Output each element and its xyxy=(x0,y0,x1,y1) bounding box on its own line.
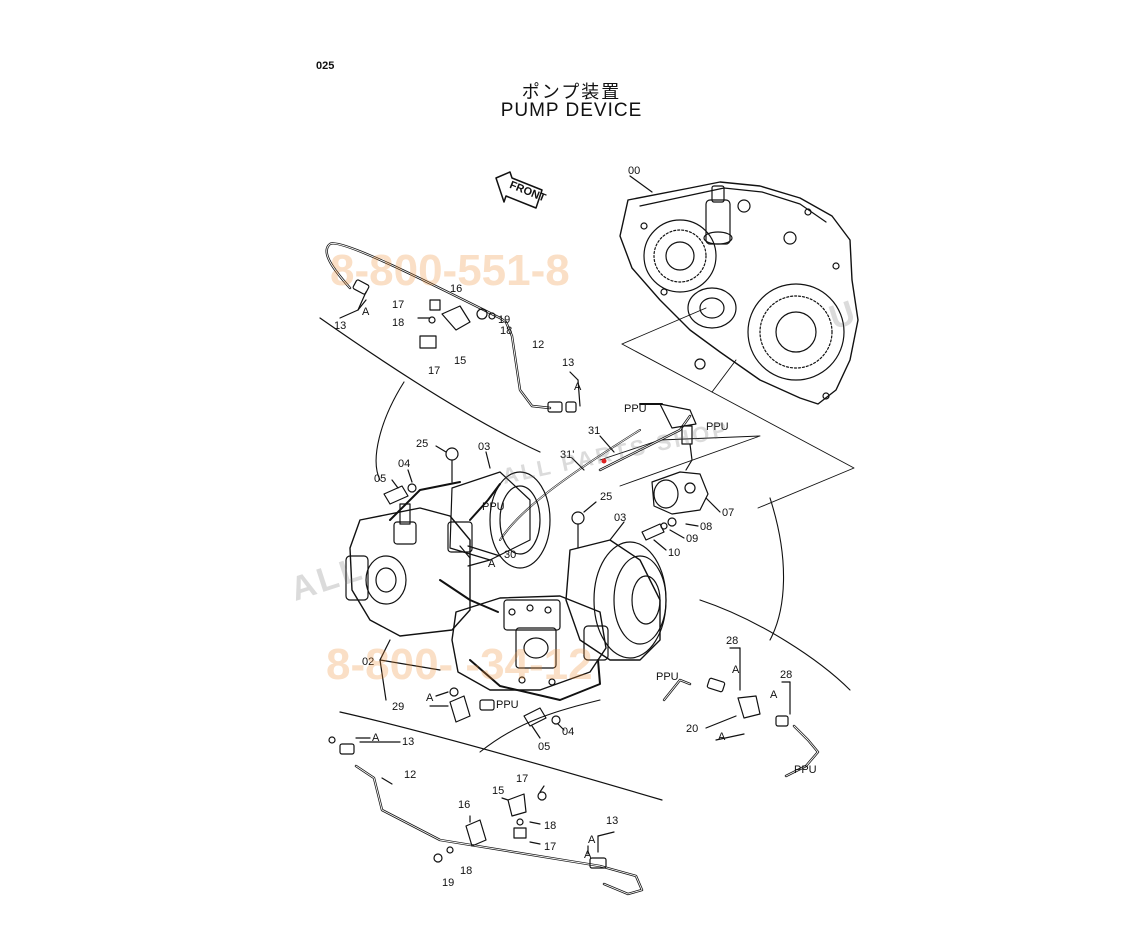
callout-20: 20 xyxy=(686,723,698,735)
callout-10: 10 xyxy=(668,547,680,559)
callout-05-b: 05 xyxy=(538,741,550,753)
page-number: 025 xyxy=(316,60,335,72)
callout-31-prime: 31' xyxy=(560,449,574,461)
red-dot-mark xyxy=(601,458,607,464)
callout-19-b: 19 xyxy=(442,877,454,889)
callout-18-c: 18 xyxy=(544,820,556,832)
hoses-31: 31 31' xyxy=(499,425,641,541)
callout-18-a: 18 xyxy=(392,317,404,329)
front-arrow: FRONT xyxy=(495,171,548,209)
callout-28-a: 28 xyxy=(726,635,738,647)
lower-arc xyxy=(479,699,601,753)
callout-a-7: A xyxy=(718,731,726,743)
callout-00: 00 xyxy=(628,165,640,177)
main-pump-assembly: 02 30 A PPU xyxy=(345,471,667,701)
ppu-label-3: PPU xyxy=(482,501,505,513)
callout-05-a: 05 xyxy=(374,473,386,485)
callout-13-c: 13 xyxy=(402,736,414,748)
callout-15-a: 15 xyxy=(454,355,466,367)
reference-lines xyxy=(599,307,855,509)
lower-pipe-assembly: 13 A 12 17 15 16 18 17 13 A 18 19 A xyxy=(328,732,644,896)
callout-a-8: A xyxy=(372,732,380,744)
ppu-label-4: PPU xyxy=(496,699,519,711)
callout-a-1: A xyxy=(362,306,370,318)
callout-13-d: 13 xyxy=(606,815,618,827)
callout-04-a: 04 xyxy=(398,458,410,470)
lower-divider-curve xyxy=(339,711,663,801)
callout-17-c: 17 xyxy=(516,773,528,785)
callout-15-b: 15 xyxy=(492,785,504,797)
callout-17-a: 17 xyxy=(392,299,404,311)
callout-18-d: 18 xyxy=(460,865,472,877)
callout-02: 02 xyxy=(362,656,374,668)
callout-17-b: 17 xyxy=(428,365,440,377)
callout-12-b: 12 xyxy=(404,769,416,781)
ppu-label-1: PPU xyxy=(624,403,647,415)
callout-30: 30 xyxy=(504,549,516,561)
callout-08: 08 xyxy=(700,521,712,533)
callout-18-b: 18 xyxy=(500,325,512,337)
callout-29: 29 xyxy=(392,701,404,713)
callout-28-b: 28 xyxy=(780,669,792,681)
callout-a-9: A xyxy=(588,834,596,846)
front-label: FRONT xyxy=(508,179,548,204)
page-title-japanese: ポンプ装置 xyxy=(521,82,622,103)
callout-16-a: 16 xyxy=(450,283,462,295)
callout-09: 09 xyxy=(686,533,698,545)
callout-31: 31 xyxy=(588,425,600,437)
callout-25-a: 25 xyxy=(416,438,428,450)
callout-03-a: 03 xyxy=(478,441,490,453)
callout-a-2: A xyxy=(574,381,582,393)
callout-a-4: A xyxy=(426,692,434,704)
callout-12-a: 12 xyxy=(532,339,544,351)
page-title: PUMP DEVICE xyxy=(500,100,643,121)
ppu-label-6: PPU xyxy=(794,764,817,776)
gear-case: 00 xyxy=(619,165,859,405)
left-arc-curve xyxy=(375,381,405,481)
callout-16-b: 16 xyxy=(458,799,470,811)
pilot-pump-assembly: PPU PPU 07 08 09 10 xyxy=(598,403,734,559)
callout-17-d: 17 xyxy=(544,841,556,853)
ppu-label-5: PPU xyxy=(656,671,679,683)
right-arc-curve-2 xyxy=(769,497,785,641)
right-arc-curve xyxy=(699,599,851,691)
callout-a-5: A xyxy=(732,664,740,676)
fasteners-lower: 29 A PPU 05 04 xyxy=(392,687,574,753)
callout-19-a: 19 xyxy=(498,314,510,326)
callout-13-a: 13 xyxy=(334,320,346,332)
upper-pipe-assembly: 13 A 17 18 16 19 18 15 17 12 13 A xyxy=(325,242,582,413)
callout-a-3: A xyxy=(488,558,496,570)
right-ppu-fittings: 28 A 28 A 20 A PPU PPU xyxy=(656,635,820,778)
callout-25-b: 25 xyxy=(600,491,612,503)
callout-a-6: A xyxy=(770,689,778,701)
callout-07: 07 xyxy=(722,507,734,519)
ppu-label-2: PPU xyxy=(706,421,729,433)
callout-a-10: A xyxy=(584,849,592,861)
callout-13-b: 13 xyxy=(562,357,574,369)
fasteners-upper: 25 25 05 04 03 03 xyxy=(374,438,626,549)
callout-03-b: 03 xyxy=(614,512,626,524)
upper-divider-curve xyxy=(319,317,541,453)
callout-04-b: 04 xyxy=(562,726,574,738)
